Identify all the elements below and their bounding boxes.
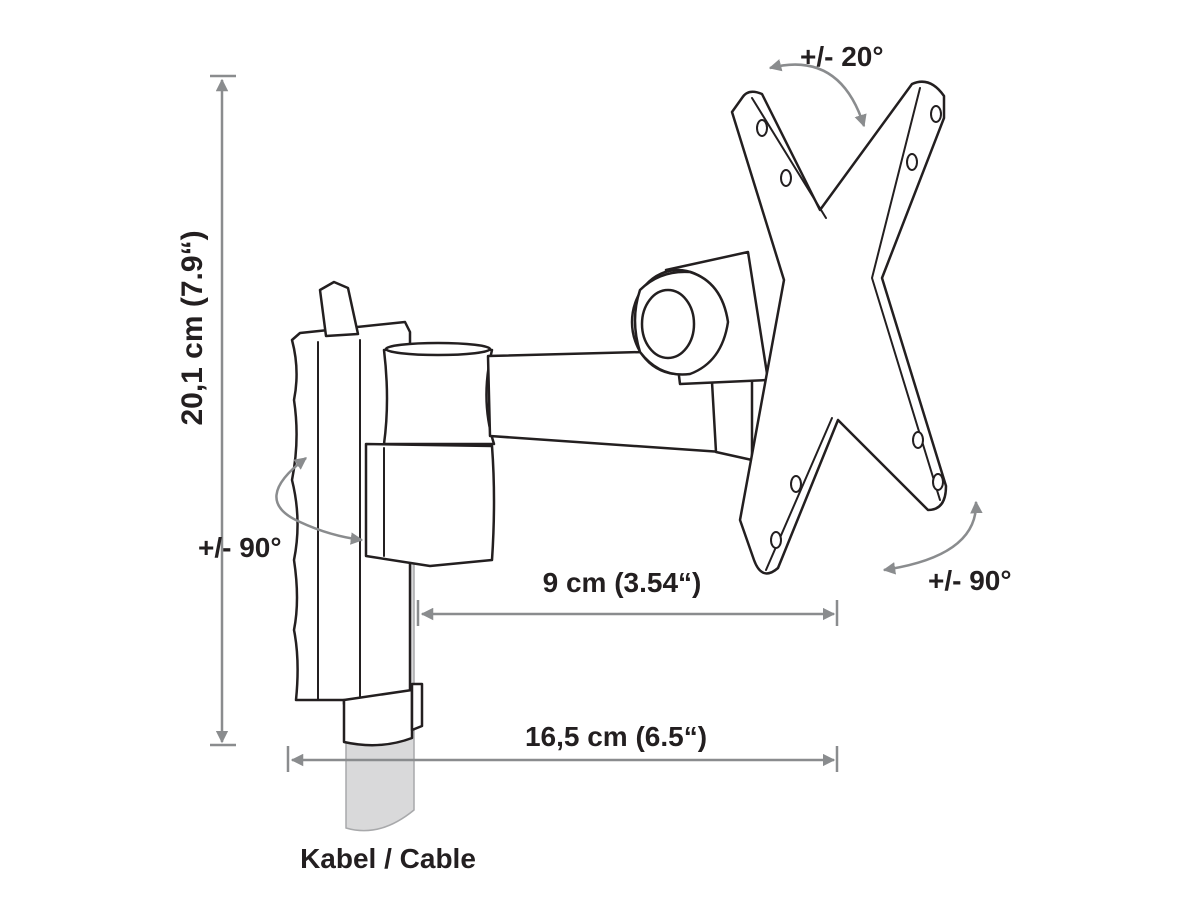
height-label: 20,1 cm (7.9“) bbox=[176, 230, 209, 425]
swivel-arrow bbox=[275, 457, 364, 545]
mount-hole bbox=[756, 119, 768, 137]
arm-length-label: 9 cm (3.54“) bbox=[543, 567, 702, 598]
mount-hole bbox=[790, 475, 802, 493]
mount-hole bbox=[932, 473, 944, 491]
rotation-label: +/- 90° bbox=[928, 565, 1012, 596]
arm bbox=[486, 348, 754, 462]
cable-label: Kabel / Cable bbox=[300, 843, 476, 874]
total-depth-label: 16,5 cm (6.5“) bbox=[525, 721, 707, 752]
swivel-label: +/- 90° bbox=[198, 532, 282, 563]
tilt-arrow bbox=[768, 59, 867, 128]
hinge-upper bbox=[382, 341, 496, 446]
mount-hole bbox=[770, 531, 782, 549]
mount-hole bbox=[912, 431, 924, 449]
vesa-plate bbox=[730, 80, 948, 575]
tilt-label: +/- 20° bbox=[800, 41, 884, 72]
mount-hole bbox=[906, 153, 918, 171]
rotation-arrow bbox=[882, 500, 983, 575]
mount-hole bbox=[780, 169, 792, 187]
mount-hole bbox=[930, 105, 942, 123]
hinge-lower bbox=[364, 442, 496, 568]
tilt-joint bbox=[630, 250, 770, 386]
